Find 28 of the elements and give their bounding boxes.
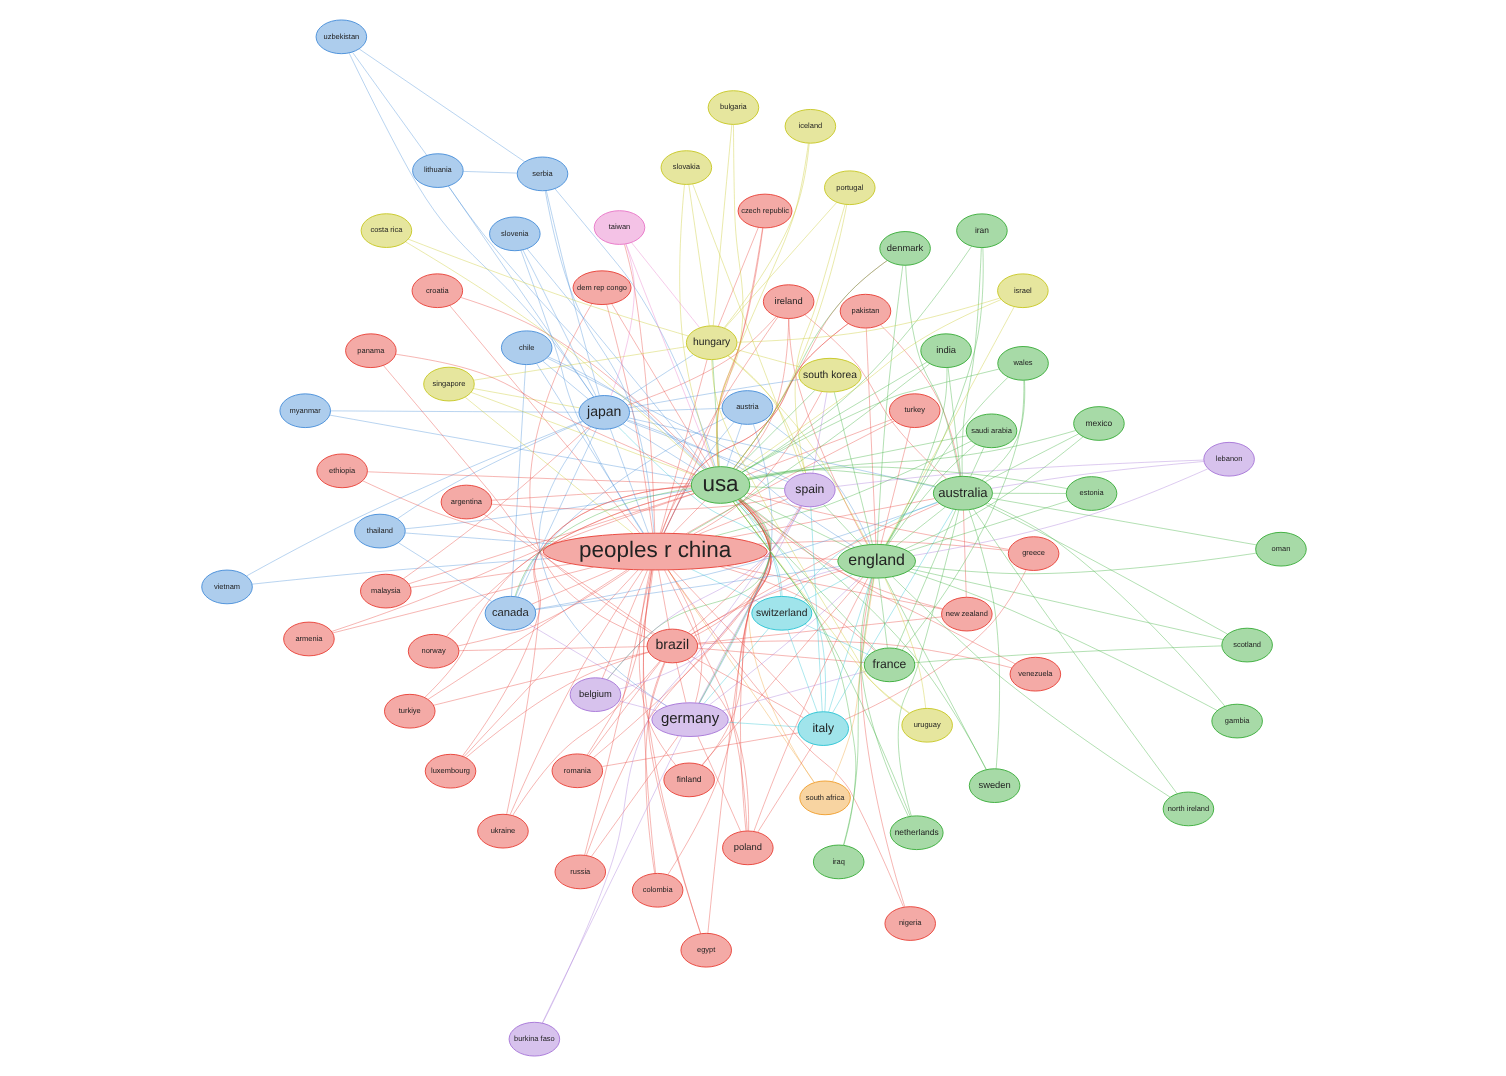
connector [985, 502, 1225, 707]
connector [525, 248, 707, 469]
connector [723, 202, 837, 329]
connector [725, 565, 942, 610]
connector [606, 505, 802, 680]
node-ellipse: peoples r china [541, 532, 767, 571]
node-ellipse: england [836, 543, 915, 579]
connector [625, 316, 776, 406]
connector [984, 504, 1228, 635]
connector [445, 490, 692, 637]
connector [909, 568, 1223, 640]
connector [610, 303, 710, 468]
connector [535, 363, 643, 534]
connector [843, 569, 1026, 720]
connector [447, 185, 704, 470]
node-ellipse: germany [650, 702, 728, 737]
connector [423, 490, 692, 698]
connector [972, 508, 1177, 795]
connector [891, 576, 1170, 798]
connector [719, 566, 875, 652]
connector [459, 297, 706, 469]
connector [406, 238, 688, 337]
connector [906, 570, 1217, 711]
connector [911, 468, 1208, 556]
connector [464, 651, 649, 758]
connector [803, 314, 946, 480]
connector [722, 143, 809, 328]
node-ellipse: usa [689, 466, 750, 504]
